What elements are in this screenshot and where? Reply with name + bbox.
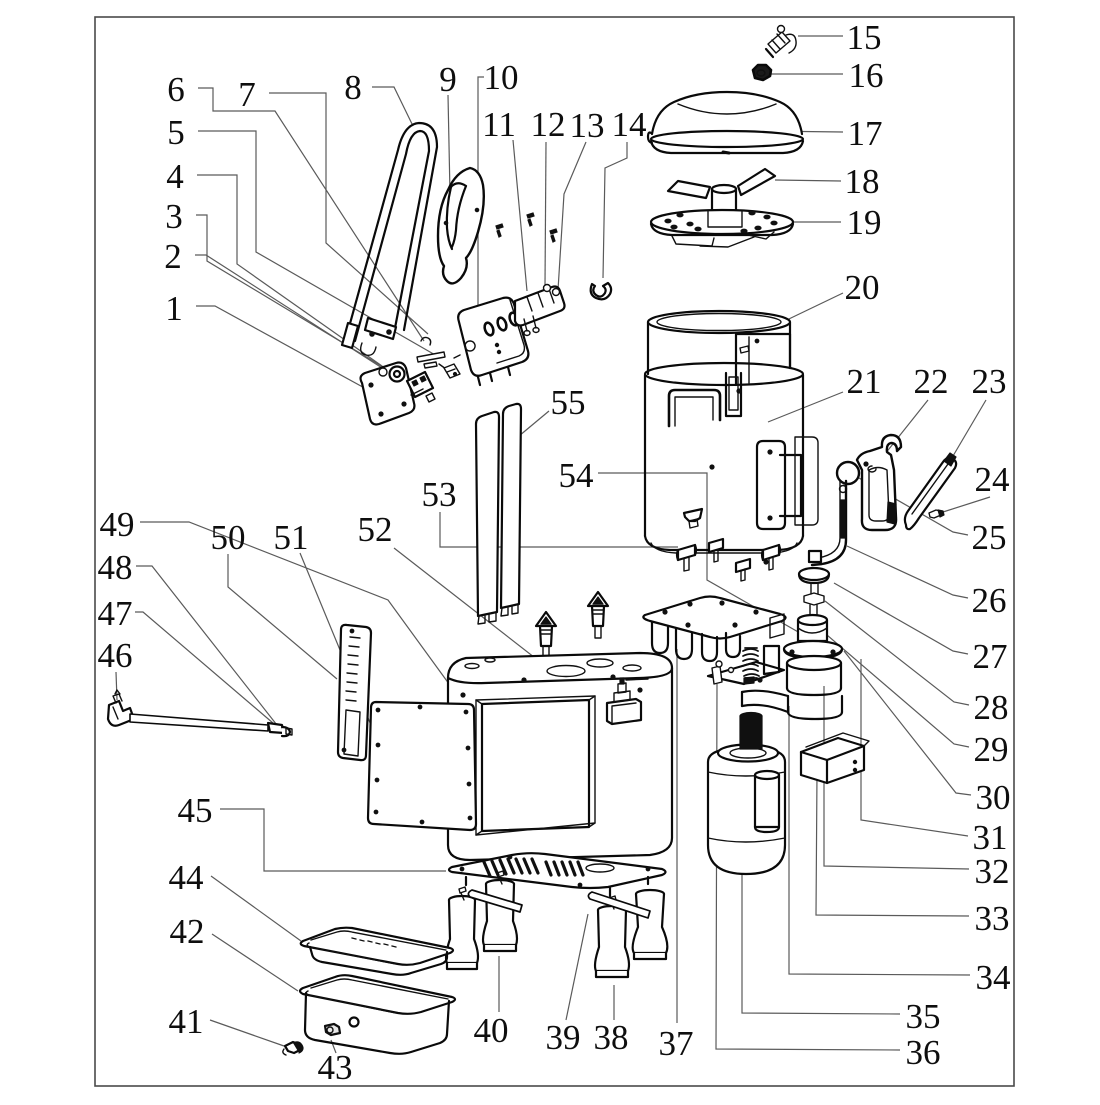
svg-text:49: 49 bbox=[100, 505, 135, 544]
svg-text:53: 53 bbox=[422, 475, 457, 514]
svg-text:38: 38 bbox=[594, 1018, 629, 1057]
svg-text:22: 22 bbox=[914, 362, 949, 401]
svg-text:24: 24 bbox=[975, 460, 1010, 499]
svg-text:23: 23 bbox=[972, 362, 1007, 401]
svg-text:40: 40 bbox=[474, 1011, 509, 1050]
svg-text:11: 11 bbox=[482, 105, 516, 144]
svg-text:35: 35 bbox=[906, 997, 941, 1036]
svg-text:7: 7 bbox=[238, 75, 256, 114]
svg-text:45: 45 bbox=[178, 791, 213, 830]
svg-text:55: 55 bbox=[551, 383, 586, 422]
svg-text:32: 32 bbox=[975, 852, 1010, 891]
svg-text:44: 44 bbox=[169, 858, 204, 897]
svg-text:51: 51 bbox=[274, 518, 309, 557]
svg-text:34: 34 bbox=[976, 958, 1011, 997]
svg-text:39: 39 bbox=[546, 1018, 581, 1057]
svg-text:29: 29 bbox=[974, 730, 1009, 769]
svg-text:31: 31 bbox=[973, 818, 1008, 857]
svg-text:46: 46 bbox=[98, 636, 133, 675]
svg-text:3: 3 bbox=[165, 197, 183, 236]
svg-text:13: 13 bbox=[570, 106, 605, 145]
svg-text:33: 33 bbox=[975, 899, 1010, 938]
svg-text:37: 37 bbox=[659, 1024, 694, 1063]
svg-text:19: 19 bbox=[847, 203, 882, 242]
svg-text:18: 18 bbox=[845, 162, 880, 201]
svg-text:30: 30 bbox=[976, 778, 1011, 817]
svg-text:52: 52 bbox=[358, 510, 393, 549]
svg-text:54: 54 bbox=[559, 456, 594, 495]
svg-text:28: 28 bbox=[974, 688, 1009, 727]
svg-text:27: 27 bbox=[973, 637, 1008, 676]
svg-text:20: 20 bbox=[845, 268, 880, 307]
svg-text:12: 12 bbox=[531, 105, 566, 144]
svg-text:17: 17 bbox=[848, 114, 883, 153]
svg-text:48: 48 bbox=[98, 548, 133, 587]
svg-text:26: 26 bbox=[972, 581, 1007, 620]
svg-text:36: 36 bbox=[906, 1033, 941, 1072]
svg-text:16: 16 bbox=[849, 56, 884, 95]
svg-text:43: 43 bbox=[318, 1048, 353, 1087]
svg-text:21: 21 bbox=[847, 362, 882, 401]
svg-text:47: 47 bbox=[98, 594, 133, 633]
svg-text:1: 1 bbox=[165, 289, 183, 328]
svg-text:14: 14 bbox=[612, 105, 647, 144]
svg-text:42: 42 bbox=[170, 912, 205, 951]
svg-text:15: 15 bbox=[847, 18, 882, 57]
svg-text:10: 10 bbox=[484, 58, 519, 97]
svg-text:8: 8 bbox=[344, 68, 362, 107]
svg-text:4: 4 bbox=[166, 157, 184, 196]
svg-text:50: 50 bbox=[211, 518, 246, 557]
svg-text:25: 25 bbox=[972, 518, 1007, 557]
svg-text:41: 41 bbox=[169, 1002, 204, 1041]
svg-text:9: 9 bbox=[439, 60, 457, 99]
svg-text:6: 6 bbox=[167, 70, 185, 109]
svg-text:5: 5 bbox=[167, 113, 185, 152]
svg-text:2: 2 bbox=[164, 237, 182, 276]
